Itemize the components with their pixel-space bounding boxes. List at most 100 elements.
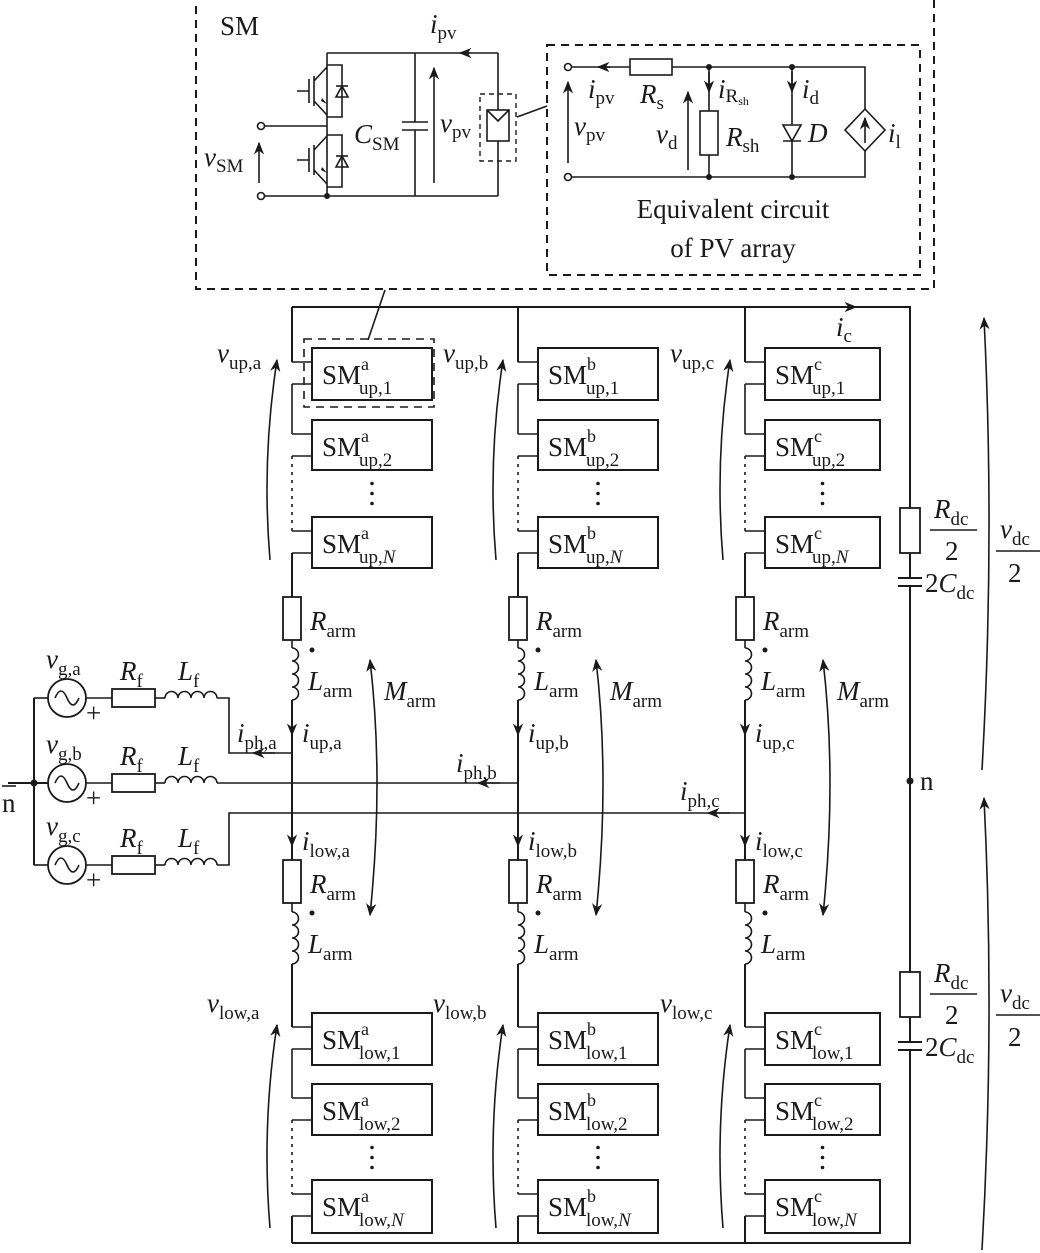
r-arm-lower-icon: [282, 859, 302, 904]
l-arm-lower-label: Larm: [307, 929, 353, 965]
ac-sine-glyph: [54, 690, 80, 706]
ellipsis-dot: [370, 1145, 374, 1150]
m-arm-label: Marm: [836, 676, 889, 712]
v-g-label: vg,b: [46, 729, 82, 765]
i-ph-label: iph,c: [680, 776, 720, 812]
r-arm-lower-label: Rarm: [535, 869, 582, 905]
sm-detail-border: [195, 0, 935, 290]
ac-sine-glyph: [54, 857, 80, 873]
coupling-dot: [309, 910, 315, 916]
ellipsis-dot: [820, 491, 825, 496]
ellipsis-dot: [820, 1155, 825, 1160]
ellipsis-dot: [596, 1155, 600, 1160]
r-dc-denominator: 2: [945, 1000, 959, 1030]
pv-panel-icon: [479, 93, 517, 162]
l-arm-upper-icon: [517, 647, 526, 701]
v-sm-label: vSM: [204, 142, 244, 177]
r-f-label: Rf: [119, 741, 144, 777]
v-dc-upper-arrow: [979, 316, 990, 771]
ellipsis-dot: [370, 1165, 374, 1170]
l-arm-lower-icon: [744, 911, 753, 965]
coupling-dot: [535, 647, 541, 653]
pv-eq-v-pv-label: vpv: [574, 111, 605, 146]
polarity-plus: +: [86, 783, 101, 813]
c-dc-label: 2Cdc: [925, 568, 974, 604]
coupling-dot: [535, 910, 541, 916]
r-arm-lower-icon: [508, 859, 528, 904]
r-dc-numerator: Rdc: [933, 494, 968, 530]
l-arm-lower-icon: [517, 911, 526, 965]
lower-igbt-icon: [297, 134, 350, 188]
r-dc-denominator: 2: [945, 536, 959, 566]
l-arm-lower-label: Larm: [533, 929, 579, 965]
v-up-arrow: [719, 358, 734, 561]
ellipsis-dot: [820, 1145, 825, 1150]
m-arm-label: Marm: [383, 676, 436, 712]
i-rsh-label: iRsh: [718, 74, 749, 108]
rsh-label: Rsh: [725, 122, 760, 157]
dc-midpoint-label: n: [920, 766, 934, 796]
pv-equivalent-border: [546, 44, 921, 276]
m-arm-arrow: [366, 658, 378, 917]
coupling-dot: [309, 647, 315, 653]
r-arm-upper-label: Rarm: [762, 606, 809, 642]
l-arm-upper-label: Larm: [307, 666, 353, 702]
diode-icon: [781, 124, 803, 143]
l-f-icon: [164, 857, 218, 866]
r-arm-upper-icon: [735, 596, 755, 641]
i-low-label: ilow,a: [302, 826, 351, 862]
rs-label: Rs: [639, 79, 664, 114]
r-f-icon: [111, 855, 156, 875]
diode-label: D: [807, 118, 828, 148]
capacitor-csm-icon: [402, 53, 428, 196]
l-arm-lower-icon: [291, 911, 300, 965]
l-f-label: Lf: [177, 656, 200, 692]
r-arm-lower-label: Rarm: [762, 869, 809, 905]
r-f-icon: [111, 773, 156, 793]
polarity-plus: +: [86, 865, 101, 895]
l-f-label: Lf: [177, 741, 200, 777]
i-ph-label: iph,a: [237, 718, 277, 754]
v-dc-numerator: vdc: [1000, 514, 1030, 550]
v-low-label: vlow,b: [433, 988, 487, 1024]
c-dc-icon: [898, 577, 922, 587]
sm-terminal-top: [256, 121, 266, 131]
ac-sine-glyph: [54, 775, 80, 791]
ellipsis-dot: [820, 1165, 825, 1170]
l-f-icon: [164, 690, 218, 699]
v-low-arrow: [266, 1023, 281, 1229]
ellipsis-dot: [370, 501, 374, 506]
ellipsis-dot: [370, 491, 374, 496]
r-dc-icon: [899, 507, 921, 554]
v-up-arrow: [266, 358, 281, 561]
rsh-resistor-icon: [699, 110, 719, 156]
